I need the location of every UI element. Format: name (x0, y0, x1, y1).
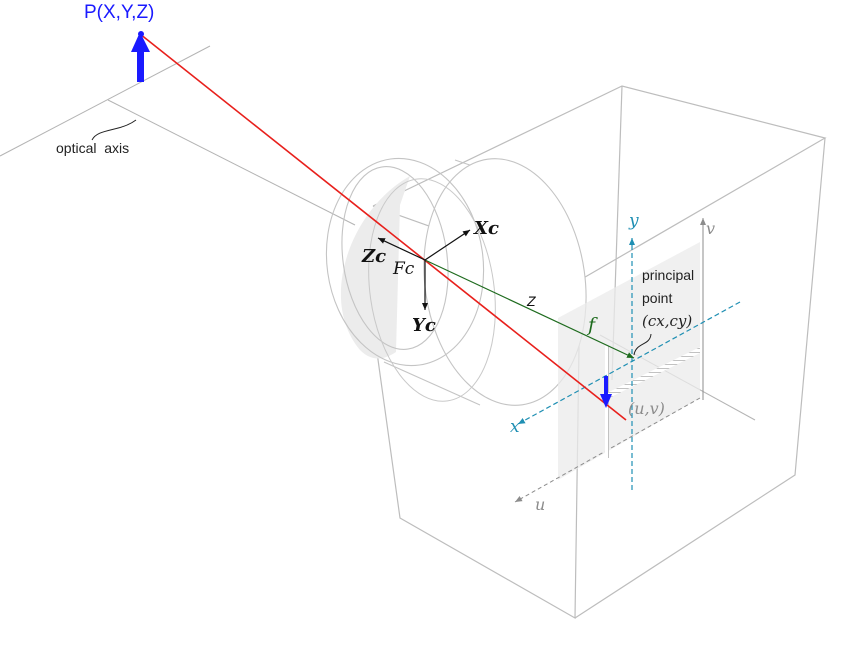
x-axis-label: x (510, 417, 520, 437)
uv-label: (u,v) (628, 399, 665, 418)
principal-coords-label: (cx,cy) (642, 312, 692, 330)
point-label: P(X,Y,Z) (84, 2, 154, 23)
fc-label: Fc (392, 259, 415, 279)
zc-label: Zc (361, 246, 386, 267)
u-scale (607, 347, 700, 399)
image-axes (517, 238, 741, 490)
f-label: f (586, 314, 598, 336)
lens (325, 157, 587, 406)
v-axis-label: v (706, 219, 715, 238)
principal-label-2: point (642, 290, 672, 306)
camera-axes (377, 229, 471, 310)
optical-axis-label: optical axis (56, 140, 129, 156)
principal-point-leader (633, 333, 652, 356)
world-point (131, 31, 150, 82)
y-axis-label: y (628, 211, 639, 231)
yc-label: Yc (412, 315, 436, 336)
focal-axis (424, 259, 635, 359)
z-label: Z (526, 293, 536, 309)
optical-axis-leader (91, 119, 137, 141)
projected-point (600, 376, 612, 408)
principal-label-1: principal (642, 267, 694, 283)
u-axis-label: u (535, 495, 545, 514)
projection-ray (139, 33, 627, 421)
xc-label: Xc (473, 218, 499, 239)
